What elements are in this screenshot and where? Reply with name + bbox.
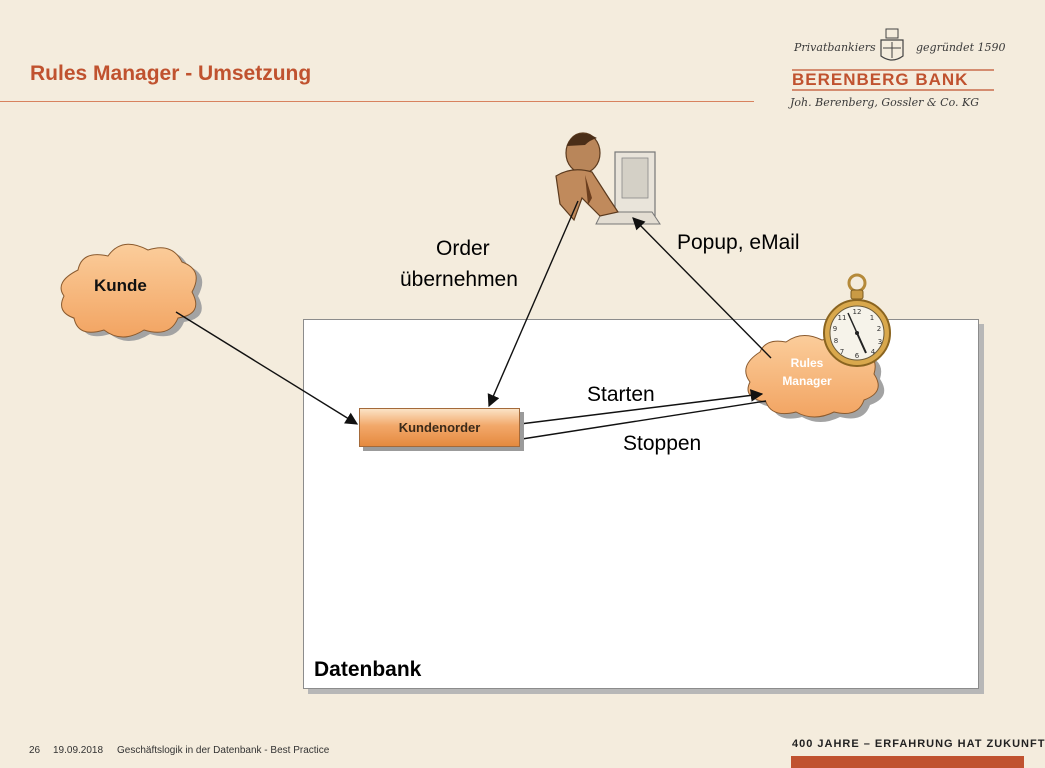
- logo-name: BERENBERG BANK: [792, 70, 968, 89]
- berenberg-logo: Privatbankiers gegründet 1590 BERENBERG …: [788, 28, 1005, 109]
- arrow-popup-email: [632, 217, 772, 359]
- slide-title: Rules Manager - Umsetzung: [30, 62, 312, 85]
- footer-motto: 400 JAHRE – ERFAHRUNG HAT ZUKUNFT: [792, 738, 1045, 750]
- svg-text:11: 11: [838, 314, 847, 322]
- arrow-kunde-to-order: [175, 311, 359, 425]
- svg-text:6: 6: [855, 352, 860, 360]
- pocket-watch-icon: 12 12 34 6 78 9 11: [823, 273, 891, 367]
- person-at-computer-icon: [555, 132, 661, 225]
- footer-date: 19.09.2018: [53, 745, 104, 756]
- logo-line1-left: Privatbankiers: [793, 41, 876, 54]
- rules-manager-label-line1: Rules: [790, 356, 824, 370]
- datenbank-label: Datenbank: [314, 658, 422, 681]
- footer-accent-bar: [791, 756, 1024, 768]
- logo-line1-right: gegründet 1590: [916, 41, 1005, 54]
- arrow-order-uebernehmen: [487, 200, 579, 408]
- edge-label-popup-email: Popup, eMail: [677, 231, 800, 254]
- svg-text:3: 3: [878, 338, 882, 346]
- crest-icon: [880, 28, 904, 61]
- svg-text:9: 9: [833, 325, 837, 333]
- svg-text:8: 8: [834, 337, 838, 345]
- kunde-label: Kunde: [94, 276, 147, 295]
- kundenorder-box: Kundenorder: [359, 408, 520, 447]
- svg-text:12: 12: [853, 308, 862, 316]
- edge-label-uebernehmen: übernehmen: [400, 268, 518, 291]
- logo-subline: Joh. Berenberg, Gossler & Co. KG: [788, 96, 979, 109]
- footer-page-number: 26: [29, 745, 41, 756]
- svg-text:2: 2: [877, 325, 881, 333]
- title-divider: [0, 101, 754, 102]
- kundenorder-label: Kundenorder: [398, 420, 481, 435]
- svg-text:7: 7: [840, 348, 844, 356]
- edge-label-starten: Starten: [587, 383, 655, 406]
- footer-title: Geschäftslogik in der Datenbank - Best P…: [117, 745, 330, 756]
- arrow-starten: [519, 389, 764, 425]
- edge-label-stoppen: Stoppen: [623, 432, 702, 455]
- kunde-cloud-front: [60, 243, 197, 338]
- edge-label-order: Order: [436, 237, 490, 260]
- rules-manager-label-line2: Manager: [782, 374, 832, 388]
- svg-text:4: 4: [871, 348, 876, 356]
- svg-text:1: 1: [870, 314, 874, 322]
- diagram-canvas: 12 12 34 6 78 9 11: [60, 132, 891, 442]
- arrow-stoppen: [521, 400, 767, 440]
